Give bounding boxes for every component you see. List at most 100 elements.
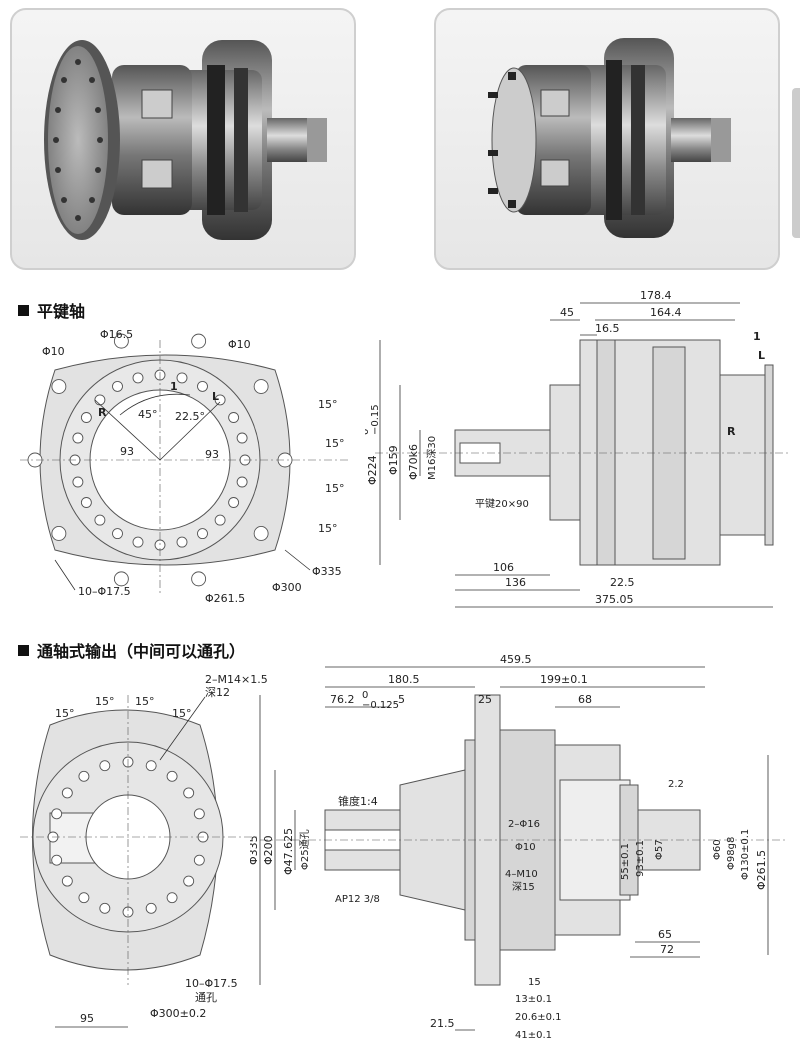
label-15-1: 15° — [318, 398, 338, 411]
bolt-hole — [78, 770, 90, 782]
label-phi16: 2–Φ16 — [508, 819, 540, 830]
bolt-hole — [112, 528, 123, 540]
dim-76-2: 76.2 — [330, 693, 355, 706]
label-15-4: 15° — [318, 522, 338, 535]
bolt-hole — [166, 892, 178, 904]
dim-phi224: Φ224 — [366, 455, 379, 485]
valve-block — [719, 374, 766, 536]
through-front-view: 15° 15° 15° 15° 2–M14×1.5 深12 10–Φ17.5 通… — [20, 673, 268, 1028]
dim-phi130: Φ130±0.1 — [740, 829, 751, 880]
label-15-2: 15° — [325, 437, 345, 450]
label-m14-depth: 深12 — [205, 686, 230, 699]
bolt-hole — [80, 412, 92, 423]
label-key: 平键20×90 — [475, 497, 529, 510]
bolt-hole — [176, 372, 188, 384]
bolt-hole — [191, 333, 207, 349]
label-93-a: 93 — [120, 445, 134, 458]
tol-224-up: 0 — [365, 429, 371, 435]
bolt-hole — [132, 372, 144, 384]
bolt-holes-outer — [27, 333, 293, 587]
section-title-through-text: 通轴式输出（中间可以通孔） — [37, 642, 246, 661]
label-L: L — [212, 390, 219, 403]
dim-16-5: 16.5 — [595, 322, 620, 335]
dim-phi47: Φ47.625 — [282, 828, 295, 875]
dim-72: 72 — [660, 943, 674, 956]
dim-136: 136 — [505, 576, 526, 589]
label-15-3: 15° — [135, 695, 155, 708]
tol-76-dn: −0.125 — [362, 700, 399, 711]
dim-25: 25 — [478, 693, 492, 706]
label-15-2: 15° — [95, 695, 115, 708]
bolt-hole — [166, 770, 178, 782]
bolt-hole — [51, 379, 67, 394]
dim-phi57: Φ57 — [654, 839, 665, 860]
label-93-b: 93 — [205, 448, 219, 461]
dim-phi159: Φ159 — [387, 445, 400, 475]
label-holes-2: 10–Φ17.5 — [185, 977, 238, 990]
through-side-view: 459.5 180.5 199±0.1 76.2 0 −0.125 5 25 6… — [250, 655, 785, 1041]
bolt-hole — [72, 432, 84, 444]
label-holes-thru: 通孔 — [195, 991, 217, 1004]
label-22-5: 22.5° — [175, 410, 205, 423]
dim-41: 41±0.1 — [515, 1030, 552, 1041]
label-m16: M16深30 — [426, 436, 438, 480]
motor-photo-flat-key — [10, 8, 356, 270]
label-1: 1 — [753, 330, 761, 343]
bolt-hole — [197, 528, 208, 540]
bolt-hole — [193, 854, 205, 866]
label-phi300-2: Φ300±0.2 — [150, 1007, 206, 1020]
label-holes: 10–Φ17.5 — [78, 585, 131, 598]
bolt-hole — [214, 514, 226, 526]
motor-illustration-through-shaft — [488, 38, 731, 238]
label-taper: 锥度1:4 — [338, 794, 378, 808]
motor-illustration-flat-key — [44, 40, 327, 240]
bolt-hole — [145, 760, 157, 772]
leader-holes — [54, 559, 76, 591]
bolt-hole — [191, 571, 207, 587]
bolt-hole — [72, 476, 84, 488]
dim-phi60: Φ60 — [712, 839, 723, 860]
label-15-3: 15° — [325, 482, 345, 495]
label-R: R — [727, 425, 736, 438]
dim-65: 65 — [658, 928, 672, 941]
tol-76-up: 0 — [362, 690, 368, 701]
label-R: R — [98, 406, 107, 419]
label-phi300: Φ300 — [272, 581, 302, 594]
bolt-hole — [99, 902, 111, 914]
bolt-hole — [176, 536, 188, 548]
bolt-hole — [253, 526, 269, 541]
label-m10: 4–M10 — [505, 869, 538, 880]
section-title-flat-key-text: 平键轴 — [37, 302, 86, 321]
bolt-holes-through — [47, 756, 209, 918]
dim-164-4: 164.4 — [650, 306, 682, 319]
label-15-4: 15° — [172, 707, 192, 720]
bolt-hole — [145, 902, 157, 914]
bolt-hole — [236, 432, 248, 444]
dim-5: 5 — [398, 693, 405, 706]
bolt-hole — [183, 787, 195, 799]
bolt-holes-inner — [69, 369, 251, 551]
label-45: 45° — [138, 408, 158, 421]
bolt-hole — [51, 526, 67, 541]
dim-45: 45 — [560, 306, 574, 319]
section-title-flat-key: 平键轴 — [18, 298, 85, 322]
bolt-hole — [99, 760, 111, 772]
dim-phi200: Φ200 — [262, 835, 275, 865]
bolt-hole — [112, 380, 123, 392]
dim-22-5: 22.5 — [610, 576, 635, 589]
bolt-hole — [94, 394, 106, 406]
end-cap — [764, 364, 774, 546]
dim-13: 13±0.1 — [515, 994, 552, 1005]
radius-line-1 — [94, 399, 161, 461]
label-phi10-a: Φ10 — [42, 345, 65, 358]
leader-phi335 — [284, 549, 311, 571]
bolt-hole — [236, 476, 248, 488]
label-phi10: Φ10 — [515, 842, 536, 853]
bolt-hole — [214, 394, 226, 406]
radius-line-2 — [159, 401, 221, 461]
ring-1 — [596, 339, 616, 566]
label-1: 1 — [170, 380, 178, 393]
angle-arc — [119, 393, 191, 416]
dim-phi70: Φ70k6 — [407, 444, 420, 480]
dim-20-6: 20.6±0.1 — [515, 1012, 562, 1023]
